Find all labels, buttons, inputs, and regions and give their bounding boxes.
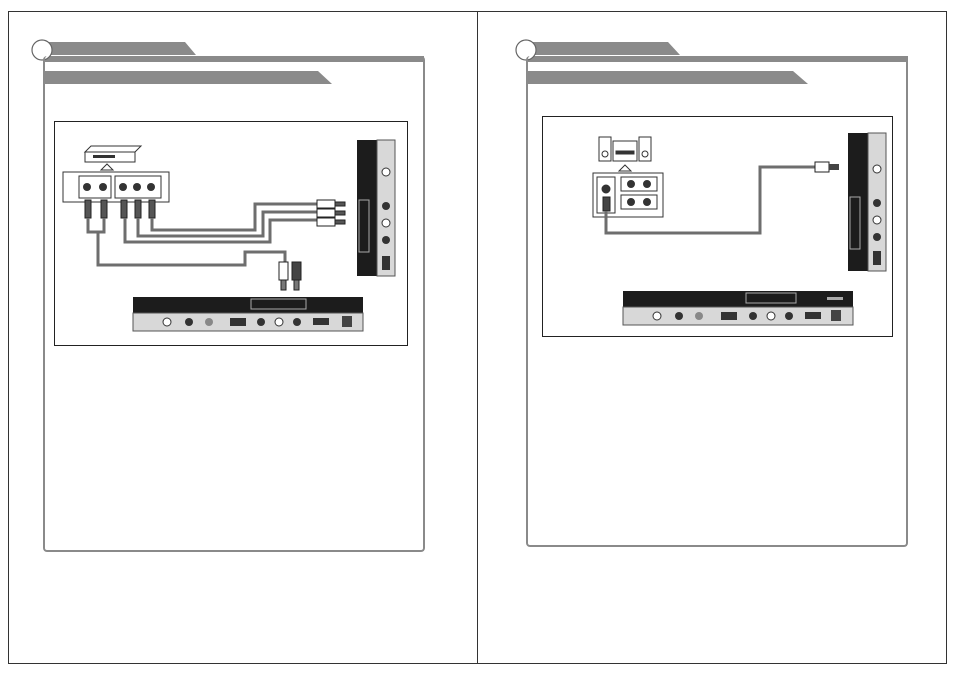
av-cables — [86, 202, 317, 267]
coaxial-cable — [602, 161, 839, 235]
left-content-panel — [43, 56, 425, 552]
coaxial-audio-figure — [542, 116, 893, 337]
coaxial-audio-drawing — [592, 132, 887, 326]
device-output-panel — [62, 171, 170, 203]
component-av-figure — [54, 121, 408, 346]
audio-plugs — [278, 261, 302, 291]
page-divider — [477, 11, 478, 664]
component-av-drawing — [62, 139, 396, 332]
page-number-circle — [31, 39, 53, 61]
tv-side-panel — [848, 132, 887, 272]
tv-bottom-panel — [622, 291, 854, 326]
stereo-system-icon — [598, 136, 652, 172]
right-content-panel — [526, 56, 908, 547]
dvd-player-icon — [83, 145, 143, 171]
tv-side-panel — [357, 139, 396, 277]
tv-bottom-panel — [132, 297, 364, 332]
component-plugs — [316, 199, 346, 227]
